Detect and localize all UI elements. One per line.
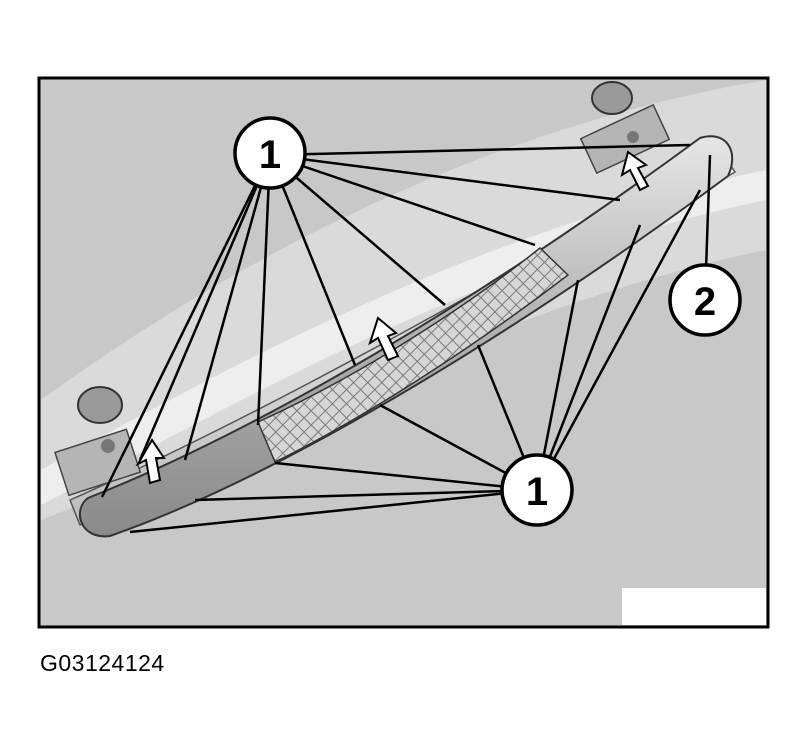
callout-1-bottom: 1 xyxy=(500,453,574,527)
callout-1-top: 1 xyxy=(233,116,307,190)
arrow-icon xyxy=(620,150,650,192)
callout-1-top-label: 1 xyxy=(259,133,281,177)
arrow-icon xyxy=(368,316,400,362)
leader-lines-top xyxy=(100,143,691,498)
leader-lines-bottom xyxy=(129,189,702,534)
arrow-icon xyxy=(135,438,166,485)
figure-code: G03124124 xyxy=(40,650,165,676)
label-box xyxy=(622,588,766,625)
left-mount-clip xyxy=(54,386,142,497)
callout-2: 2 xyxy=(668,263,742,337)
right-mount-clip xyxy=(579,81,671,175)
trim-strip xyxy=(79,135,734,538)
callout-2-label: 2 xyxy=(694,280,716,324)
callout-1-bottom-label: 1 xyxy=(526,470,548,514)
